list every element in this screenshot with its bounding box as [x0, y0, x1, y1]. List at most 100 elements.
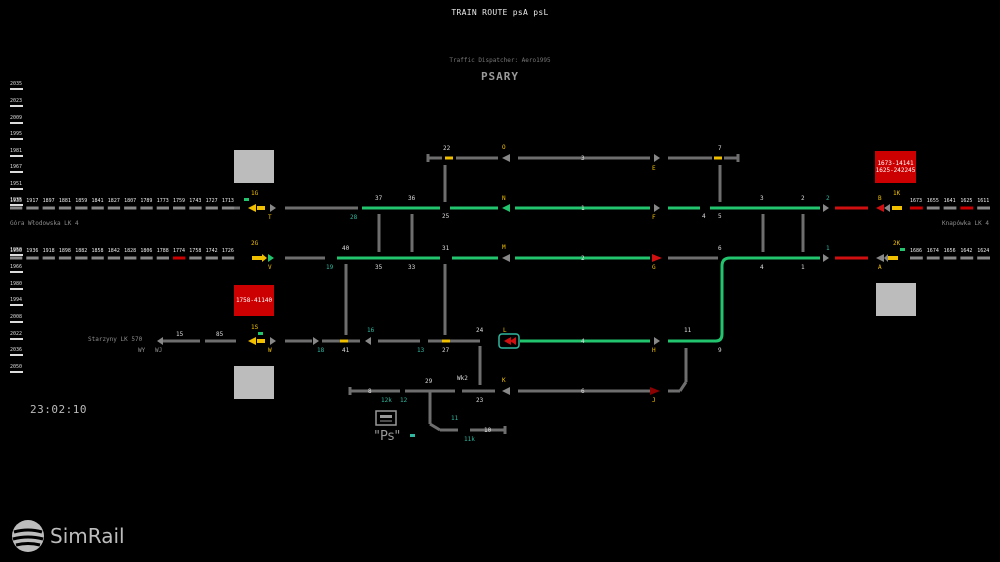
switch-29[interactable]: 29: [425, 378, 433, 385]
switch-85[interactable]: 85: [216, 331, 224, 338]
block-mid-left-label: 1828: [124, 248, 137, 254]
block-top-right-label: 1673: [910, 198, 923, 204]
block-top-left-label: 1827: [107, 198, 120, 204]
track-6[interactable]: [348, 387, 650, 395]
signal-j[interactable]: J: [652, 397, 656, 404]
brand-name: SimRail: [50, 524, 125, 548]
label-12k: 12k: [381, 397, 392, 404]
panel-button-right[interactable]: [876, 283, 916, 316]
signal-m[interactable]: M: [502, 244, 506, 251]
switch-4[interactable]: 4: [702, 213, 706, 220]
signal-b-head: [876, 204, 884, 212]
switch-7[interactable]: 7: [718, 145, 722, 152]
signal-k[interactable]: K: [502, 377, 506, 384]
signal-g-head: [652, 254, 662, 262]
switch-25[interactable]: 25: [442, 213, 450, 220]
simrail-logo-icon: [12, 520, 44, 552]
switch-37[interactable]: 37: [375, 195, 383, 202]
direction-label-knapowka: Knapówka LK 4: [942, 220, 989, 227]
block-top-left-label: 1935: [10, 198, 23, 204]
signal-v[interactable]: V: [268, 264, 272, 271]
block-top-left-label: 1727: [205, 198, 218, 204]
block-segments: [10, 206, 990, 260]
switch-9[interactable]: 9: [718, 347, 722, 354]
block-mid-left-label: 1882: [75, 248, 88, 254]
block-top-right-label: 1641: [943, 198, 956, 204]
block-mid-right-label: 1686: [910, 248, 923, 254]
block-mid-left-label: 1774: [173, 248, 186, 254]
train-number-box-right[interactable]: 1673-14141 1625-242245: [875, 151, 916, 183]
switch-41[interactable]: 41: [342, 347, 350, 354]
section-28: 28: [350, 214, 358, 221]
label-1s: 1S: [251, 324, 259, 331]
block-top-left-label: 1743: [189, 198, 202, 204]
ps-signal-icon[interactable]: [375, 410, 397, 426]
signal-e[interactable]: E: [652, 165, 656, 172]
signal-v-head: [268, 254, 274, 262]
signal-w[interactable]: W: [268, 347, 272, 354]
switch-33[interactable]: 33: [408, 264, 416, 271]
block-top-left-label: 1859: [75, 198, 88, 204]
signal-b[interactable]: B: [878, 195, 882, 202]
block-top-left-label: 1713: [221, 198, 234, 204]
switch-2[interactable]: 2: [801, 195, 805, 202]
switch-22[interactable]: 22: [443, 145, 451, 152]
axis-label: 2009: [10, 115, 23, 121]
block-top-left-label: 1897: [42, 198, 55, 204]
switch-23[interactable]: 23: [476, 397, 484, 404]
switch-4b[interactable]: 4: [760, 264, 764, 271]
axis-label: 1981: [10, 148, 23, 154]
switch-3[interactable]: 3: [760, 195, 764, 202]
block-top-right-label: 1625: [960, 198, 973, 204]
switch-6[interactable]: 6: [718, 245, 722, 252]
block-mid-left-label: 1918: [42, 248, 55, 254]
signal-l[interactable]: L: [503, 327, 507, 334]
track-number-1: 1: [581, 205, 585, 212]
switch-35[interactable]: 35: [375, 264, 383, 271]
axis-ticks: [10, 88, 23, 373]
block-mid-left-label: 1788: [156, 248, 169, 254]
panel-button-bottom-left[interactable]: [234, 366, 274, 399]
switch-40[interactable]: 40: [342, 245, 350, 252]
label-11k: 11k: [464, 436, 475, 443]
switch-10[interactable]: 10: [484, 427, 492, 434]
direction-label-gora: Góra Włodowska LK 4: [10, 220, 79, 227]
signal-t[interactable]: T: [268, 214, 272, 221]
switch-27[interactable]: 27: [442, 347, 450, 354]
signal-a[interactable]: A: [878, 264, 882, 271]
train-number-box-left[interactable]: 1758-41140: [234, 285, 274, 316]
signal-f[interactable]: F: [652, 214, 656, 221]
block-top-right-label: 1655: [926, 198, 939, 204]
panel-button-top-left[interactable]: [234, 150, 274, 183]
axis-label: 2008: [10, 314, 23, 320]
label-wy: WY: [138, 347, 146, 354]
signal-h[interactable]: H: [652, 347, 656, 354]
signal-n[interactable]: N: [502, 195, 506, 202]
signal-a-head: [876, 254, 884, 262]
section-11: 11: [451, 415, 459, 422]
train-number-3: 1758-41140: [235, 297, 273, 304]
switch-15[interactable]: 15: [176, 331, 184, 338]
axis-label: 2035: [10, 81, 23, 87]
section-18: 18: [317, 347, 325, 354]
block-mid-left-label: 1842: [107, 248, 120, 254]
axis-label: 2022: [10, 331, 23, 337]
signal-o[interactable]: O: [502, 144, 506, 151]
switch-1[interactable]: 1: [801, 264, 805, 271]
siding-10[interactable]: [428, 398, 507, 434]
switch-8[interactable]: 8: [368, 388, 372, 395]
switch-5[interactable]: 5: [718, 213, 722, 220]
block-mid-left-label: 1950: [10, 248, 23, 254]
block-mid-left-label: 1806: [140, 248, 153, 254]
label-2g: 2G: [251, 240, 259, 247]
label-wk2: Wk2: [457, 375, 468, 382]
switch-11[interactable]: 11: [684, 327, 692, 334]
switch-24[interactable]: 24: [476, 327, 484, 334]
switch-31[interactable]: 31: [442, 245, 450, 252]
direction-label-starzyny: Starzyny LK 570: [88, 336, 143, 343]
signal-g[interactable]: G: [652, 264, 656, 271]
switch-36[interactable]: 36: [408, 195, 416, 202]
track-3[interactable]: [426, 154, 740, 162]
signal-heads[interactable]: [157, 154, 905, 437]
block-top-left-label: 1841: [91, 198, 104, 204]
